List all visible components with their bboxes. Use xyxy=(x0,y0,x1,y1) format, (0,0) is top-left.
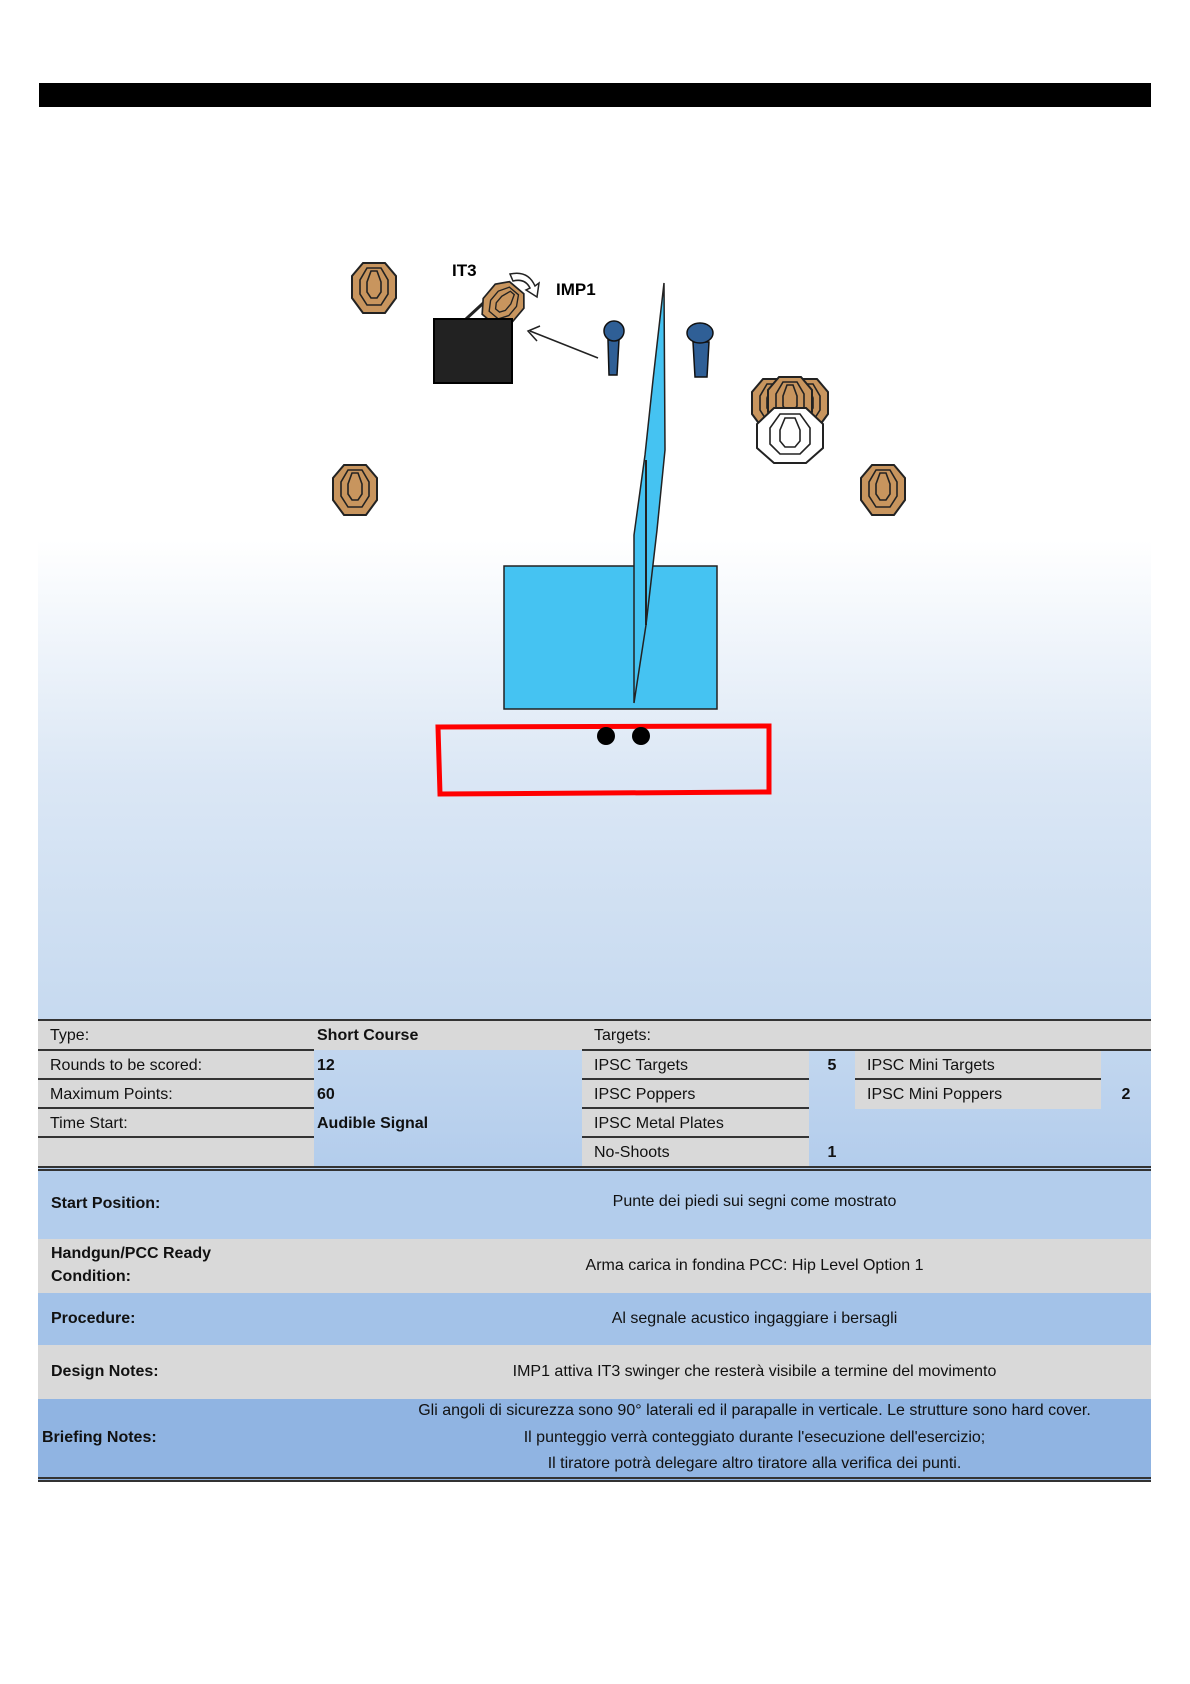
shooting-area xyxy=(503,565,718,710)
ipsc-targets-count: 5 xyxy=(827,1057,837,1074)
ready-label-line2: Condition: xyxy=(51,1268,131,1285)
table-top-border xyxy=(38,1019,1151,1021)
empty-cell xyxy=(38,1138,314,1167)
type-value: Short Course xyxy=(314,1021,582,1050)
divider xyxy=(38,1078,314,1080)
metal-plates-label: IPSC Metal Plates xyxy=(582,1109,809,1138)
ipsc-target-1 xyxy=(351,262,397,314)
briefing-line-1: Gli angoli di sicurezza sono 90° lateral… xyxy=(418,1402,1091,1419)
procedure-label: Procedure: xyxy=(51,1310,136,1327)
briefing-notes-row: Briefing Notes: Gli angoli di sicurezza … xyxy=(38,1399,1151,1477)
divider xyxy=(855,1078,1101,1080)
ipsc-targets-label: IPSC Targets xyxy=(582,1051,809,1080)
start-mark-right xyxy=(632,727,650,745)
procedure-row: Procedure: Al segnale acustico ingaggiar… xyxy=(38,1293,1151,1345)
briefing-notes-label: Briefing Notes: xyxy=(42,1429,157,1446)
swing-arrow-icon xyxy=(508,272,540,299)
rounds-value: 12 xyxy=(317,1057,335,1074)
ready-label-line1: Handgun/PCC Ready xyxy=(51,1245,212,1262)
targets-header: Targets: xyxy=(582,1021,1151,1050)
popper-imp1 xyxy=(603,320,625,376)
popper-2 xyxy=(686,322,714,378)
divider xyxy=(582,1049,1151,1051)
briefing-line-2: Il punteggio verrà conteggiato durante l… xyxy=(523,1429,986,1446)
it3-label: IT3 xyxy=(452,261,477,280)
ready-condition-value: Arma carica in fondina PCC: Hip Level Op… xyxy=(585,1257,924,1274)
design-notes-label: Design Notes: xyxy=(51,1363,159,1380)
divider xyxy=(38,1136,314,1138)
procedure-value: Al segnale acustico ingaggiare i bersagl… xyxy=(611,1310,898,1327)
mini-poppers-count: 2 xyxy=(1121,1086,1131,1103)
start-position-value: Punte dei piedi sui segni come mostrato xyxy=(612,1193,897,1210)
ready-condition-row: Handgun/PCC Ready Condition: Arma carica… xyxy=(38,1239,1151,1293)
activation-arrow xyxy=(529,330,599,359)
mini-targets-label: IPSC Mini Targets xyxy=(855,1051,1101,1080)
design-notes-row: Design Notes: IMP1 attiva IT3 swinger ch… xyxy=(38,1345,1151,1399)
rounds-label: Rounds to be scored: xyxy=(38,1051,314,1080)
divider xyxy=(38,1107,314,1109)
arrow-head-icon xyxy=(526,325,541,342)
barrel-hard-cover xyxy=(433,318,513,384)
table-bottom-border xyxy=(38,1477,1151,1479)
type-label: Type: xyxy=(38,1021,314,1050)
briefing-line-3: Il tiratore potrà delegare altro tirator… xyxy=(547,1455,962,1472)
ipsc-poppers-label: IPSC Poppers xyxy=(582,1080,809,1109)
time-start-label: Time Start: xyxy=(38,1109,314,1138)
start-position-row: Start Position: Punte dei piedi sui segn… xyxy=(38,1171,1151,1239)
header-bar xyxy=(39,83,1151,107)
start-mark-left xyxy=(597,727,615,745)
wall xyxy=(633,282,666,704)
time-start-value: Audible Signal xyxy=(317,1115,429,1132)
divider xyxy=(38,1049,314,1051)
ipsc-target-3 xyxy=(860,464,906,516)
divider xyxy=(582,1136,809,1138)
divider xyxy=(582,1107,809,1109)
no-shoot-target xyxy=(756,407,824,464)
mini-poppers-label: IPSC Mini Poppers xyxy=(855,1080,1101,1109)
points-value: 60 xyxy=(317,1086,335,1103)
no-shoots-count: 1 xyxy=(827,1144,837,1161)
no-shoots-label: No-Shoots xyxy=(582,1138,809,1167)
design-notes-value: IMP1 attiva IT3 swinger che resterà visi… xyxy=(512,1363,997,1380)
divider xyxy=(582,1078,809,1080)
divider xyxy=(38,1169,1151,1171)
imp1-label: IMP1 xyxy=(556,280,596,299)
table-bottom-border xyxy=(38,1480,1151,1482)
start-area-fault-line xyxy=(435,723,772,797)
start-position-label: Start Position: xyxy=(51,1195,161,1212)
ipsc-target-2 xyxy=(332,464,378,516)
divider xyxy=(38,1166,1151,1168)
points-label: Maximum Points: xyxy=(38,1080,314,1109)
